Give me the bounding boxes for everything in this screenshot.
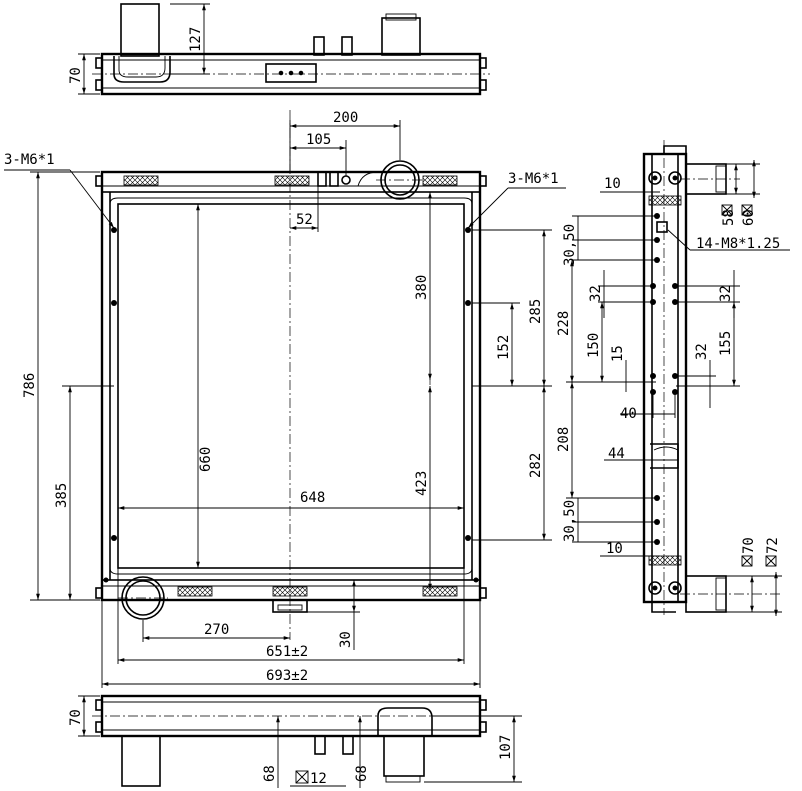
dim-285: 285: [528, 299, 544, 324]
dim-32-c: 32: [694, 343, 710, 360]
dim-68-right: 68: [354, 765, 370, 782]
dim-385: 385: [54, 483, 70, 508]
dim-68-left: 68: [262, 765, 278, 782]
dim-107: 107: [498, 735, 514, 760]
dim-282: 282: [528, 453, 544, 478]
dim-648: 648: [300, 490, 325, 506]
dim-786: 786: [22, 373, 38, 398]
dim-10-bottom: 10: [606, 541, 623, 557]
dim-660: 660: [198, 447, 214, 472]
dim-40: 40: [620, 406, 637, 422]
dim-127: 127: [188, 27, 204, 52]
dim-sq12: 12: [310, 771, 327, 787]
dim-423: 423: [414, 471, 430, 496]
side-view: 14-M8*1.25 10 58 60 30,50 32 32: [556, 140, 790, 616]
dim-30-bottom: 30: [338, 631, 354, 648]
dim-sq60: 60: [741, 209, 757, 226]
dim-52: 52: [296, 212, 313, 228]
dim-44: 44: [608, 446, 625, 462]
bottom-view: 70 107 68 68 12: [68, 694, 522, 788]
dim-380: 380: [414, 275, 430, 300]
thread-label-side: 14-M8*1.25: [696, 236, 780, 252]
dim-70-bottom: 70: [68, 709, 84, 726]
dim-15: 15: [610, 345, 626, 362]
dim-105: 105: [306, 132, 331, 148]
thread-label-left: 3-M6*1: [4, 152, 55, 168]
dim-30-50-bottom: 30,50: [562, 500, 578, 542]
dim-155: 155: [718, 331, 734, 356]
dim-270: 270: [204, 622, 229, 638]
dim-32-b: 32: [718, 285, 734, 302]
dim-70-top: 70: [68, 67, 84, 84]
dim-30-50-top: 30,50: [562, 224, 578, 266]
dim-sq70: 70: [741, 537, 757, 554]
dim-228: 228: [556, 311, 572, 336]
dim-693: 693±2: [266, 668, 308, 684]
dim-200: 200: [333, 110, 358, 126]
dim-651: 651±2: [266, 644, 308, 660]
dim-32-a: 32: [588, 285, 604, 302]
top-view: 127 70: [68, 3, 490, 96]
dim-208: 208: [556, 427, 572, 452]
dim-sq72: 72: [765, 537, 781, 554]
dim-sq58: 58: [721, 209, 737, 226]
dim-10-top: 10: [604, 176, 621, 192]
dim-152: 152: [496, 335, 512, 360]
front-view: 3-M6*1 3-M6*1 200 105 52 786 385 660 648: [4, 110, 566, 688]
dim-150: 150: [586, 333, 602, 358]
thread-label-right: 3-M6*1: [508, 171, 559, 187]
